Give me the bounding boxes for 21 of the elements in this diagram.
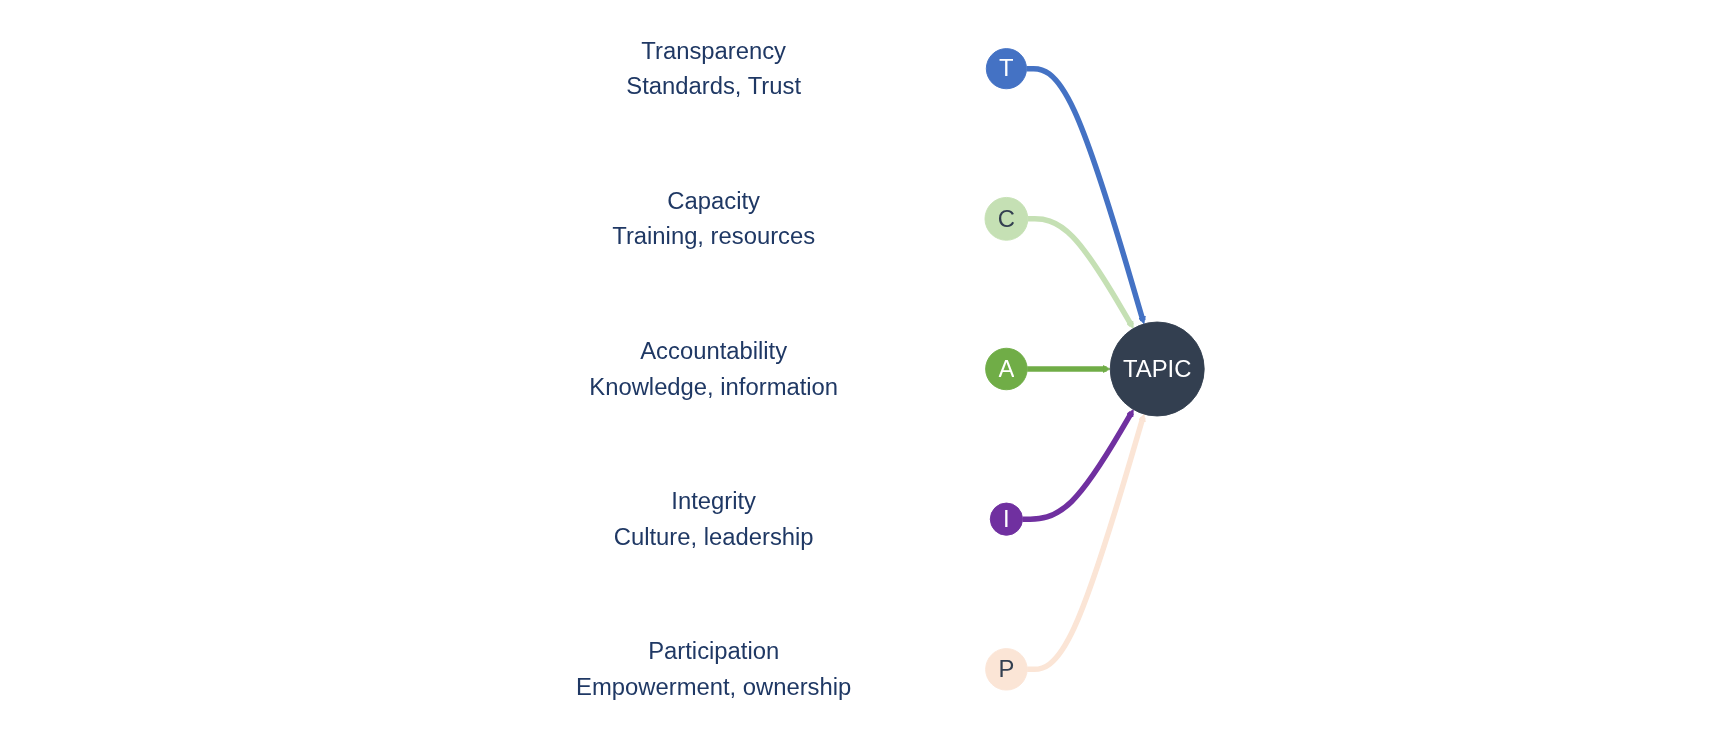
node-label: Standards, Trust bbox=[626, 72, 802, 100]
arrow bbox=[1027, 413, 1146, 673]
arrow bbox=[1027, 364, 1111, 374]
node-label: Knowledge, information bbox=[589, 372, 839, 401]
node-circle: A bbox=[985, 347, 1028, 391]
node-label: Integrity bbox=[671, 487, 757, 515]
node-label: Accountability bbox=[640, 336, 788, 365]
node-circle: I bbox=[989, 502, 1023, 536]
arrow bbox=[1022, 409, 1134, 522]
node-label: Culture, leadership bbox=[613, 522, 814, 551]
node-label: Capacity bbox=[667, 186, 760, 215]
arrow bbox=[1027, 216, 1134, 329]
node-label: Participation bbox=[648, 637, 780, 665]
node-label: Transparency bbox=[641, 36, 787, 65]
node-circle: TAPIC bbox=[1109, 321, 1205, 417]
node-label: Training, resources bbox=[612, 222, 816, 250]
node-circle: C bbox=[984, 196, 1029, 241]
node-circle: T bbox=[985, 48, 1027, 90]
node-label: Empowerment, ownership bbox=[576, 672, 852, 701]
arrow bbox=[1026, 65, 1146, 325]
node-circle: P bbox=[985, 648, 1028, 691]
